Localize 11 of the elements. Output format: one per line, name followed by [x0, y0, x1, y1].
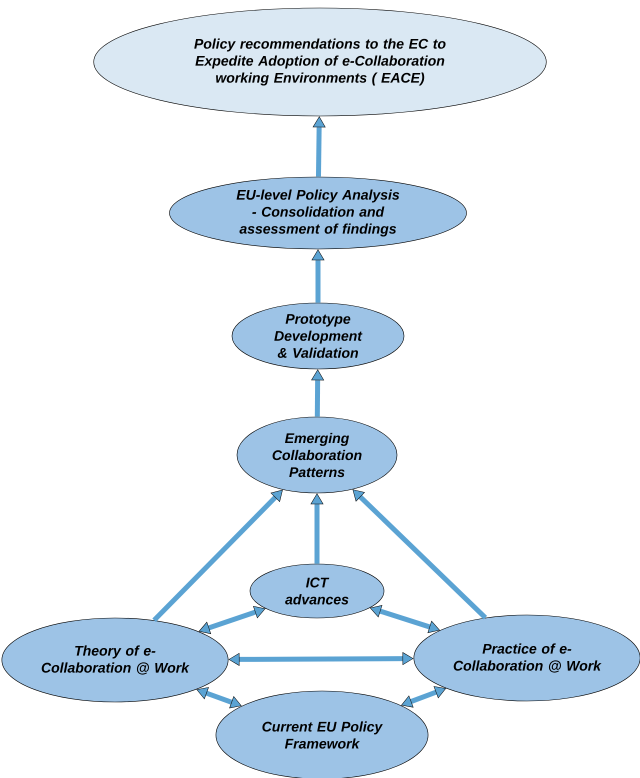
arrow — [310, 494, 324, 564]
arrow — [312, 116, 326, 177]
arrow — [352, 489, 488, 620]
arrow — [196, 687, 242, 708]
arrow — [228, 652, 414, 666]
arrow — [311, 370, 324, 417]
arrow — [152, 490, 283, 622]
arrow — [312, 250, 324, 303]
arrow — [198, 606, 266, 634]
arrow — [401, 686, 446, 708]
arrow — [370, 605, 440, 634]
